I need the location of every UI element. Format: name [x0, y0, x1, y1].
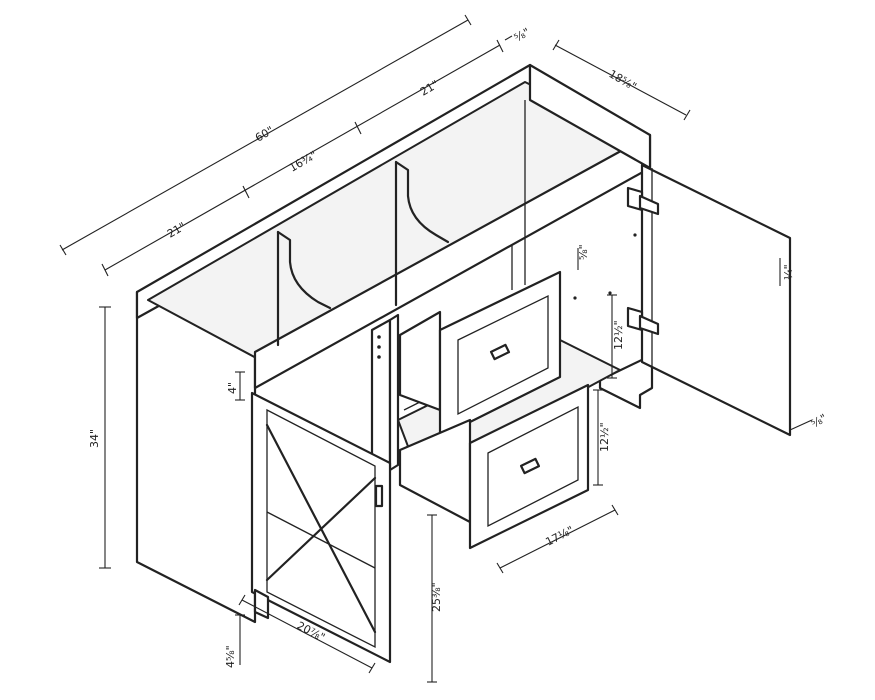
dim-drawer-width: 17⅛" — [543, 524, 575, 549]
lower-drawer-pull-icon[interactable] — [519, 457, 541, 475]
dim-lower-drawer: 12½" — [598, 422, 611, 452]
dim-left-section: 21" — [165, 220, 188, 241]
dim-overall-width: 60" — [253, 124, 276, 145]
dim-door-edge: ⅝" — [809, 411, 829, 430]
dim-door-thickness: ¼" — [782, 264, 795, 280]
dim-depth: 18⅝" — [607, 67, 639, 93]
dim-door-height: 25⅜" — [430, 582, 443, 612]
dim-drawer-gap: ⅝" — [577, 244, 590, 260]
door-handle-icon[interactable] — [374, 484, 384, 508]
dim-toe-kick: 4⅝" — [224, 645, 237, 668]
upper-drawer-pull-icon[interactable] — [489, 343, 511, 361]
right-door[interactable] — [640, 163, 792, 437]
dim-upper-drawer: 12½" — [612, 320, 625, 350]
lower-hinge-icon — [626, 306, 660, 336]
upper-hinge-icon — [626, 186, 660, 216]
dim-height: 34" — [88, 429, 101, 448]
divider-left — [276, 230, 332, 310]
dim-top-rail: 4" — [226, 382, 239, 394]
toe-kick — [253, 588, 270, 620]
divider-right — [394, 160, 450, 244]
dim-middle-section: 16¾" — [287, 148, 319, 174]
dim-top-overhang: ⅝" — [512, 25, 532, 44]
upper-drawer-box — [398, 310, 442, 412]
